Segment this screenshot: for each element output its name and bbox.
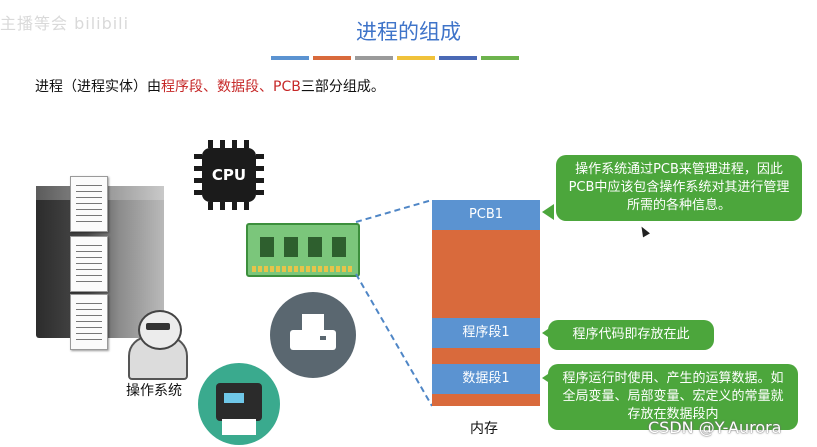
pcb-callout-tail — [542, 204, 554, 220]
slide-title: 进程的组成 — [356, 20, 461, 44]
document-icon — [70, 176, 108, 232]
intro-suffix: 三部分组成。 — [300, 79, 385, 95]
memory-label: 内存 — [470, 421, 498, 437]
program-callout: 程序代码即存放在此 — [548, 320, 714, 350]
color-strip-6 — [481, 56, 519, 60]
pcb-segment: PCB1 — [432, 200, 540, 230]
color-strip-3 — [355, 56, 393, 60]
document-icon — [70, 294, 108, 350]
color-strip-5 — [439, 56, 477, 60]
printer-icon-2 — [198, 363, 280, 445]
intro-highlight: 程序段、数据段、PCB — [161, 79, 301, 95]
pcb-callout: 操作系统通过PCB来管理进程，因此PCB中应该包含操作系统对其进行管理所需的各种… — [556, 155, 802, 221]
color-strip-2 — [313, 56, 351, 60]
cpu-icon — [194, 140, 264, 210]
intro-prefix: 进程（进程实体）由 — [35, 79, 161, 95]
ram-module-icon — [246, 223, 360, 277]
os-person-icon — [138, 310, 182, 350]
printer-icon — [270, 292, 356, 378]
os-label: 操作系统 — [126, 383, 182, 399]
cpu-label: CPU — [202, 148, 256, 202]
color-strip-4 — [397, 56, 435, 60]
csdn-watermark: CSDN @Y-Aurora — [648, 418, 782, 437]
intro-text: 进程（进程实体）由程序段、数据段、PCB三部分组成。 — [35, 76, 385, 96]
data-callout: 程序运行时使用、产生的运算数据。如全局变量、局部变量、宏定义的常量就存放在数据段… — [548, 364, 798, 430]
data-segment: 数据段1 — [432, 364, 540, 394]
video-watermark: 主播等会 bilibili — [0, 14, 130, 33]
color-strip-1 — [271, 56, 309, 60]
program-segment: 程序段1 — [432, 318, 540, 348]
memory-column: PCB1 程序段1 数据段1 — [432, 200, 540, 406]
document-icon — [70, 236, 108, 292]
